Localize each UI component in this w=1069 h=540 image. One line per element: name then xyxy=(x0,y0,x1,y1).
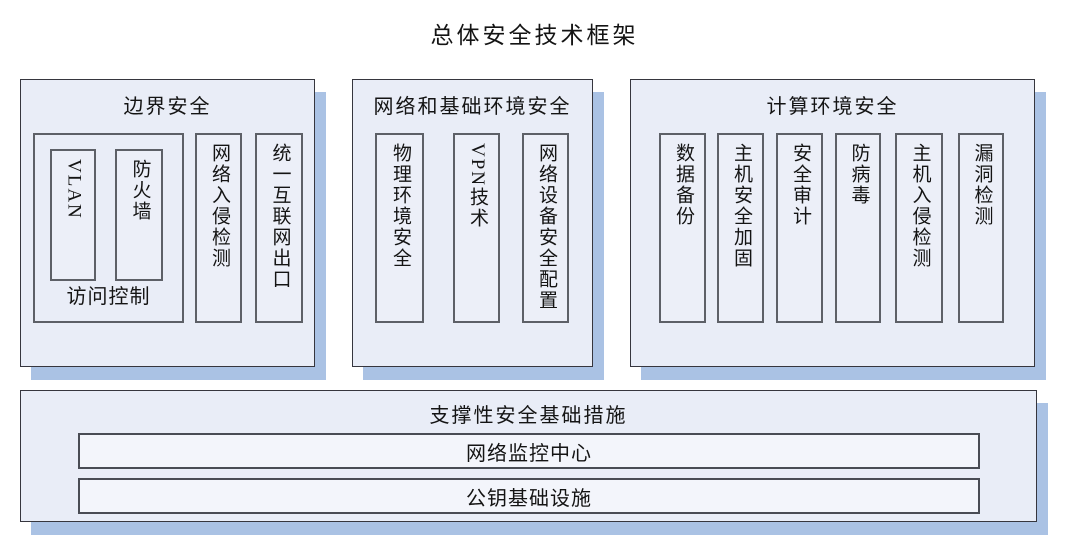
access-control-group-label: 访问控制 xyxy=(66,286,151,308)
item-data-backup: 数据备份 xyxy=(659,133,706,323)
item-physical-environment-security: 物理环境安全 xyxy=(375,133,424,323)
item-vpn-technology-label: VPN技术 xyxy=(466,143,488,230)
item-data-backup-label: 数据备份 xyxy=(672,143,694,227)
row-public-key-infrastructure-label: 公钥基础设施 xyxy=(466,487,592,510)
item-firewall: 防火墙 xyxy=(115,149,163,281)
panel-network-infrastructure-security-title: 网络和基础环境安全 xyxy=(373,96,572,118)
panel-supporting-security-measures-title: 支撑性安全基础措施 xyxy=(429,405,628,427)
panel-computing-environment-security: 计算环境安全 数据备份 主机安全加固 安全审计 防病毒 主机入侵检测 漏洞检测 xyxy=(630,79,1035,367)
item-vulnerability-detection: 漏洞检测 xyxy=(958,133,1004,323)
item-host-intrusion-detection-label: 主机入侵检测 xyxy=(909,143,931,269)
item-host-security-hardening-label: 主机安全加固 xyxy=(730,143,752,269)
item-security-audit-label: 安全审计 xyxy=(789,143,811,227)
panel-border-security-title: 边界安全 xyxy=(123,96,212,118)
row-network-monitoring-center: 网络监控中心 xyxy=(78,433,980,469)
panel-computing-environment-security-title: 计算环境安全 xyxy=(766,96,899,118)
item-firewall-label: 防火墙 xyxy=(129,159,151,222)
item-unified-internet-egress-label: 统一互联网出口 xyxy=(269,143,291,290)
item-network-device-security-config-label: 网络设备安全配置 xyxy=(535,143,557,311)
panel-network-infrastructure-security: 网络和基础环境安全 物理环境安全 VPN技术 网络设备安全配置 xyxy=(352,79,593,367)
item-antivirus: 防病毒 xyxy=(835,133,881,323)
item-vlan-label: VLAN xyxy=(63,159,85,220)
item-network-device-security-config: 网络设备安全配置 xyxy=(522,133,569,323)
item-network-intrusion-detection: 网络入侵检测 xyxy=(195,133,242,323)
item-physical-environment-security-label: 物理环境安全 xyxy=(389,143,411,269)
item-antivirus-label: 防病毒 xyxy=(848,143,870,206)
item-security-audit: 安全审计 xyxy=(776,133,823,323)
item-host-security-hardening: 主机安全加固 xyxy=(717,133,764,323)
item-network-intrusion-detection-label: 网络入侵检测 xyxy=(208,143,230,269)
panel-border-security: 边界安全 VLAN 防火墙 访问控制 网络入侵检测 统一互联网出口 xyxy=(20,79,315,367)
panel-supporting-security-measures: 支撑性安全基础措施 网络监控中心 公钥基础设施 xyxy=(20,390,1037,522)
item-vulnerability-detection-label: 漏洞检测 xyxy=(971,143,993,227)
item-host-intrusion-detection: 主机入侵检测 xyxy=(895,133,943,323)
item-unified-internet-egress: 统一互联网出口 xyxy=(255,133,303,323)
access-control-group: VLAN 防火墙 访问控制 xyxy=(33,133,184,323)
item-vlan: VLAN xyxy=(50,149,96,281)
row-network-monitoring-center-label: 网络监控中心 xyxy=(466,442,592,465)
item-vpn-technology: VPN技术 xyxy=(453,133,500,323)
diagram-title: 总体安全技术框架 xyxy=(430,23,639,48)
row-public-key-infrastructure: 公钥基础设施 xyxy=(78,478,980,514)
